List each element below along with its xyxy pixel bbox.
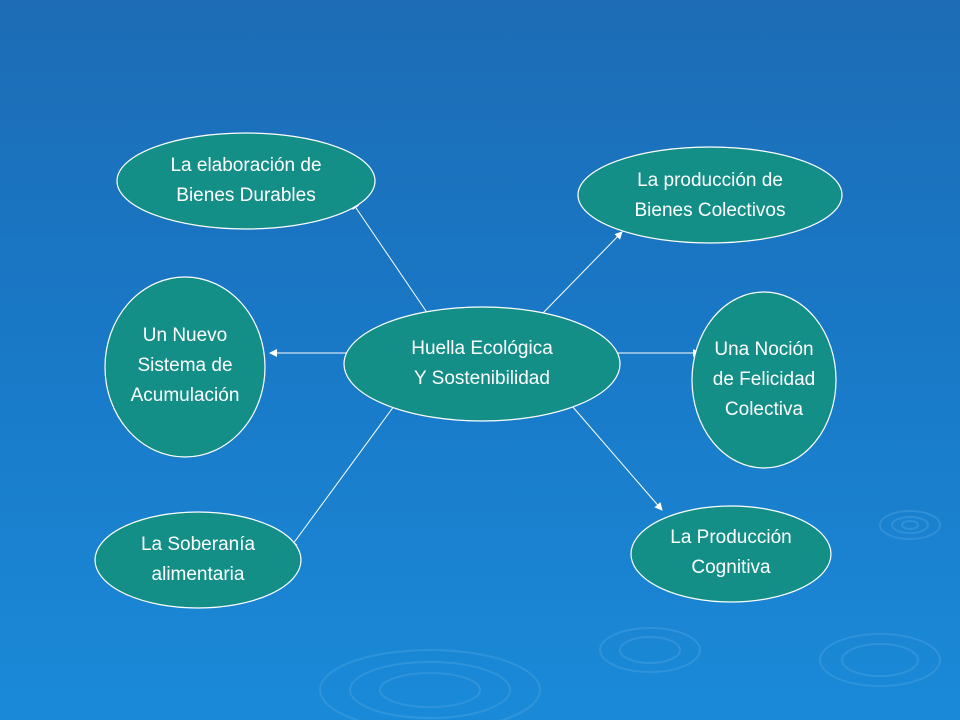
ripple-ring [879, 510, 941, 540]
ripple-ring [891, 516, 929, 534]
durable-goods-node [116, 132, 376, 230]
center-node-label: Huella Ecológica Y Sostenibilidad [411, 338, 553, 389]
durable-goods-label: La elaboración de Bienes Durables [170, 155, 322, 206]
accumulation-label: Un Nuevo Sistema de Acumulación [130, 325, 240, 406]
happiness-node [691, 291, 837, 469]
collective-goods-label: La producción de Bienes Colectivos [634, 170, 786, 221]
arrow-to-durable-goods [351, 201, 429, 315]
arrow-to-cognitive-production [571, 405, 663, 511]
happiness-label: Una Noción de Felicidad Colectiva [712, 339, 816, 420]
ripple-ring [901, 520, 919, 530]
cognitive-production-node [630, 505, 832, 603]
food-sovereignty-node [94, 511, 302, 609]
ripple-ring [349, 661, 511, 719]
ripple-ring [599, 627, 701, 673]
arrow-to-food-sovereignty [289, 401, 398, 549]
ripple-ring [841, 643, 919, 677]
ripple-ring [379, 672, 481, 708]
arrow-to-collective-goods [541, 231, 623, 315]
ripple-ring [319, 649, 541, 720]
cognitive-production-label: La Producción Cognitiva [670, 527, 792, 578]
accumulation-node [104, 276, 266, 458]
ripple-ring [819, 633, 941, 687]
food-sovereignty-label: La Soberanía alimentaria [140, 534, 256, 585]
ripple-ring [619, 636, 681, 664]
center-node [343, 306, 621, 422]
collective-goods-node [577, 146, 843, 244]
